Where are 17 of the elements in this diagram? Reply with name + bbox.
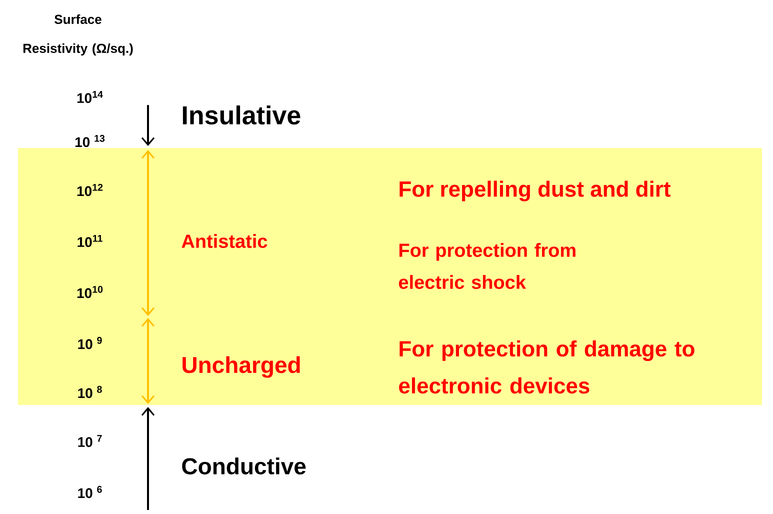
scale-value: 10$^{14}$ (77, 90, 103, 104)
range-label: Antistatic (182, 234, 268, 248)
axis-title: Surface Resistivity (Ω/sq.) (23, 14, 133, 56)
purpose-text: For protection from electric shock (398, 243, 576, 289)
range-label: Conductive (182, 458, 306, 474)
scale-value: 10$^{11}$ (78, 234, 102, 248)
purpose-text: For repelling dust and dirt (400, 180, 671, 202)
scale-value: 10 $^{8}$ (78, 386, 102, 398)
scale-value: 10$^{10}$ (77, 286, 103, 298)
scale-value: 10 $^{13}$ (75, 134, 105, 148)
range-label: Insulative (182, 105, 300, 125)
range-label: Uncharged (182, 356, 300, 378)
scale-value: 10$^{12}$ (77, 184, 103, 196)
scale-value: 10 $^{7}$ (78, 434, 102, 448)
scale-value: 10 $^{6}$ (78, 486, 102, 498)
scale-value: 10 $^{9}$ (78, 336, 102, 350)
purpose-text: For protection of damage to electronic devices (399, 340, 694, 394)
